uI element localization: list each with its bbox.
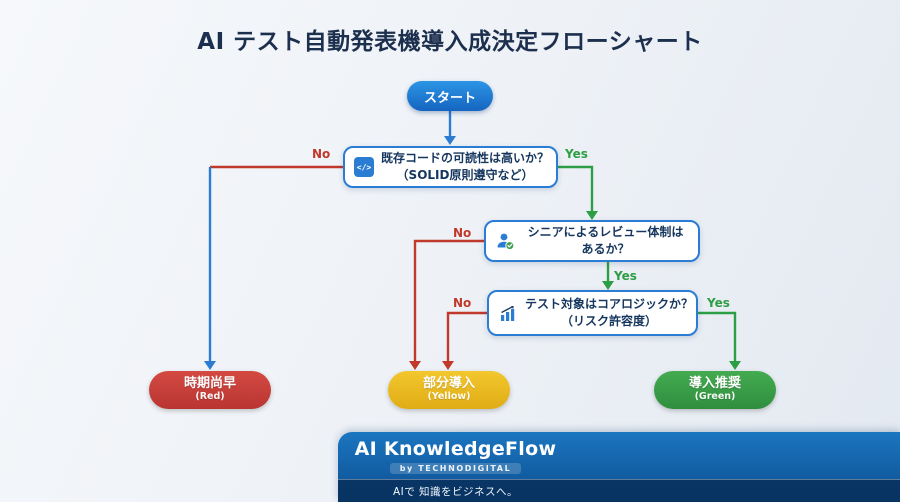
outcome-recommended: 導入推奨 (Green) bbox=[654, 371, 776, 409]
outcome-sublabel: (Green) bbox=[694, 391, 736, 402]
edge-label-review-no: No bbox=[453, 226, 472, 240]
bar-chart-icon bbox=[501, 305, 515, 321]
outcome-label: 時期尚早 bbox=[183, 376, 236, 392]
decision-line1: テスト対象はコアロジックか？ bbox=[525, 296, 694, 311]
footer-brand-block: AI KnowledgeFlow by TECHNODIGITAL bbox=[338, 432, 573, 480]
decision-line1: 既存コードの可読性は高いか？ bbox=[381, 150, 550, 165]
footer-banner: AI KnowledgeFlow by TECHNODIGITAL AIで 知識… bbox=[338, 432, 900, 502]
decision-line2: （リスク許容度） bbox=[561, 314, 658, 328]
start-label: スタート bbox=[423, 90, 476, 106]
code-icon: </> bbox=[354, 157, 374, 177]
edge-label-readability-yes: Yes bbox=[565, 147, 588, 161]
outcome-too-early: 時期尚早 (Red) bbox=[149, 371, 271, 409]
decision-core-logic: テスト対象はコアロジックか？ （リスク許容度） bbox=[487, 290, 698, 336]
outcome-sublabel: (Yellow) bbox=[427, 391, 471, 402]
decision-text: テスト対象はコアロジックか？ （リスク許容度） bbox=[525, 296, 693, 331]
decision-code-readability: </> 既存コードの可読性は高いか？ （SOLID原則遵守など） bbox=[343, 146, 558, 188]
decision-text: シニアによるレビュー体制は あるか？ bbox=[522, 224, 689, 259]
edge-label-corelogic-no: No bbox=[453, 296, 472, 310]
footer-tagline-strip: AIで 知識をビジネスへ。 bbox=[338, 479, 900, 502]
page-title: AI テスト自動発表機導入成決定フローシャート bbox=[197, 29, 703, 55]
outcome-partial-adoption: 部分導入 (Yellow) bbox=[388, 371, 510, 409]
decision-line1: シニアによるレビュー体制は bbox=[527, 224, 684, 239]
decision-text: 既存コードの可読性は高いか？ （SOLID原則遵守など） bbox=[381, 150, 549, 185]
decision-line2: あるか？ bbox=[581, 242, 630, 256]
outcome-label: 部分導入 bbox=[422, 376, 475, 392]
brand-name: AI KnowledgeFlow bbox=[354, 438, 557, 460]
brand-byline: by TECHNODIGITAL bbox=[389, 463, 522, 474]
start-node: スタート bbox=[407, 81, 493, 111]
decision-senior-review: シニアによるレビュー体制は あるか？ bbox=[484, 220, 700, 262]
reviewer-check-icon bbox=[497, 233, 515, 251]
footer-tagline: AIで 知識をビジネスへ。 bbox=[392, 485, 519, 498]
edge-label-review-yes: Yes bbox=[614, 269, 637, 283]
edge-label-readability-no: No bbox=[312, 147, 331, 161]
decision-line2: （SOLID原則遵守など） bbox=[396, 168, 534, 182]
edge-label-corelogic-yes: Yes bbox=[707, 296, 730, 310]
outcome-label: 導入推奨 bbox=[688, 376, 741, 392]
outcome-sublabel: (Red) bbox=[195, 391, 225, 402]
